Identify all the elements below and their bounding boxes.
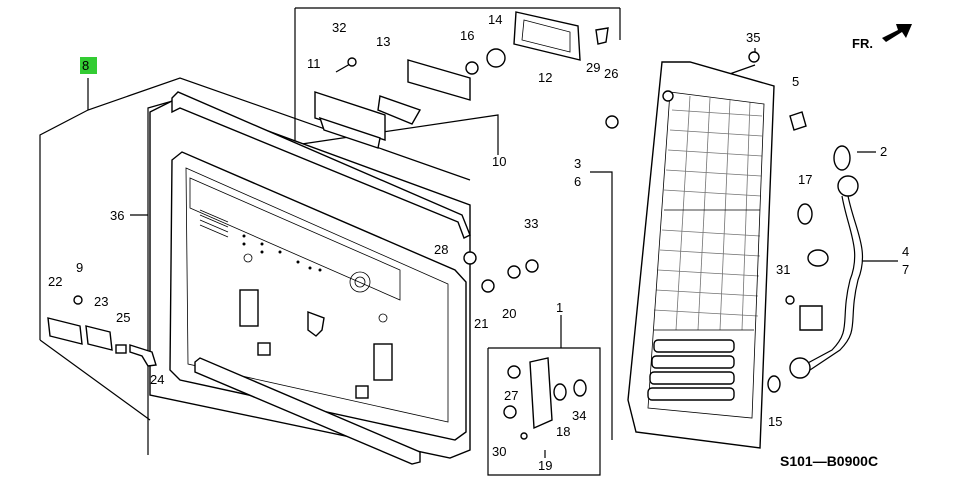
label-32: 32 — [332, 20, 346, 35]
label-2: 2 — [880, 144, 887, 159]
emblem-c — [47, 317, 83, 345]
label-25: 25 — [116, 310, 130, 325]
label-1: 1 — [556, 300, 563, 315]
diagram-code: S101—B0900C — [780, 453, 878, 469]
label-5: 5 — [792, 74, 799, 89]
label-3: 3 — [574, 156, 581, 171]
socket-harness — [767, 145, 864, 393]
label-36: 36 — [110, 208, 124, 223]
license-light-assembly — [314, 11, 609, 149]
label-19: 19 — [538, 458, 552, 473]
label-31: 31 — [776, 262, 790, 277]
label-9: 9 — [76, 260, 83, 275]
label-30: 30 — [492, 444, 506, 459]
direction-label: FR. — [852, 36, 873, 51]
label-33: 33 — [524, 216, 538, 231]
label-22: 22 — [48, 274, 62, 289]
label-23: 23 — [94, 294, 108, 309]
label-29: 29 — [586, 60, 600, 75]
tail-lamp — [627, 61, 775, 449]
fasteners — [463, 51, 807, 305]
emblem-r — [85, 325, 113, 351]
label-14: 14 — [488, 12, 502, 27]
upper-weatherstrip — [171, 91, 471, 239]
label-11: 11 — [307, 56, 321, 71]
lower-molding — [194, 357, 421, 465]
label-4: 4 — [902, 244, 909, 259]
label-27: 27 — [504, 388, 518, 403]
label-35: 35 — [746, 30, 760, 45]
label-10: 10 — [492, 154, 506, 169]
tailgate-panel — [149, 97, 471, 459]
label-8: 8 — [82, 58, 89, 73]
label-28: 28 — [434, 242, 448, 257]
label-16: 16 — [460, 28, 474, 43]
label-15: 15 — [768, 414, 782, 429]
label-6: 6 — [574, 174, 581, 189]
label-20: 20 — [502, 306, 516, 321]
label-34: 34 — [572, 408, 586, 423]
front-direction-arrow — [882, 24, 912, 42]
label-21: 21 — [474, 316, 488, 331]
label-26: 26 — [604, 66, 618, 81]
callout-labels: 8 32 13 14 16 11 12 10 29 26 35 5 2 17 4… — [48, 12, 909, 473]
label-24: 24 — [150, 372, 164, 387]
label-17: 17 — [798, 172, 812, 187]
label-7: 7 — [902, 262, 909, 277]
part-8-highlight — [80, 57, 97, 74]
label-13: 13 — [376, 34, 390, 49]
bracket-assembly — [503, 357, 587, 440]
label-18: 18 — [556, 424, 570, 439]
label-12: 12 — [538, 70, 552, 85]
